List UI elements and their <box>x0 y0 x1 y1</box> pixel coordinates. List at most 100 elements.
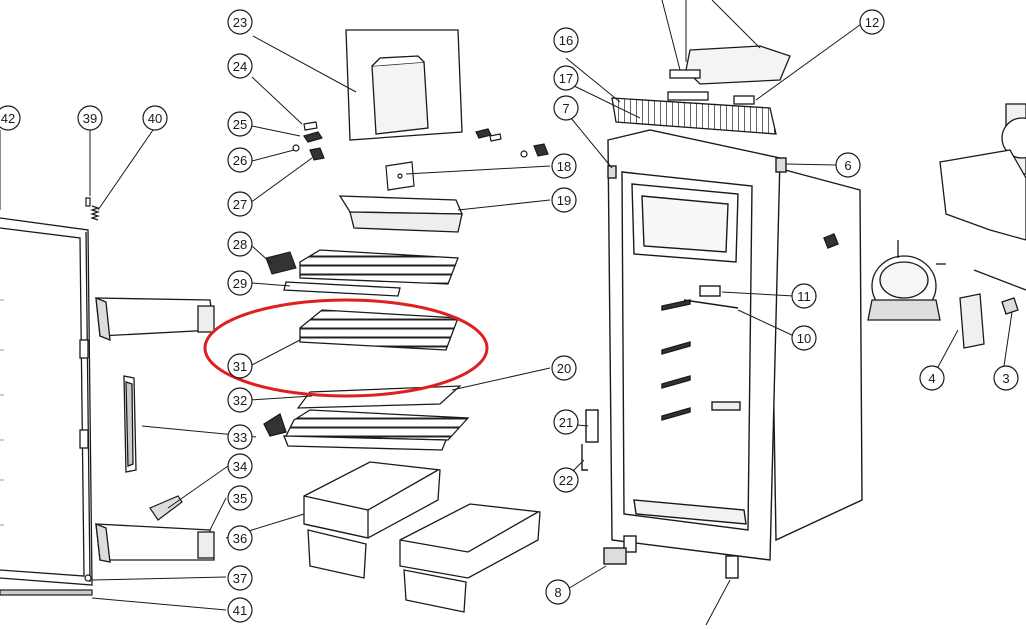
callout-circle <box>551 355 577 381</box>
crisper-cover-part <box>263 409 470 451</box>
callout-label: 8 <box>554 585 561 600</box>
callout-label: 6 <box>844 158 851 173</box>
drip-tray-part <box>338 195 463 233</box>
callout-circle <box>142 105 168 131</box>
callout-circle <box>227 424 253 450</box>
callout-label: 33 <box>233 430 247 445</box>
clip-part <box>385 161 415 191</box>
wire-shelf-highlighted <box>299 309 459 351</box>
callout-circle <box>993 365 1019 391</box>
callout-label: 16 <box>559 33 573 48</box>
callout-circle <box>551 187 577 213</box>
callout-label: 19 <box>557 193 571 208</box>
callout-label: 10 <box>797 331 811 346</box>
callout-label: 34 <box>233 459 247 474</box>
callout-42: 42 <box>0 105 21 131</box>
callout-label: 23 <box>233 15 247 30</box>
callout-20: 20 <box>551 355 577 381</box>
hinge-parts <box>292 121 549 161</box>
callout-circle <box>791 283 817 309</box>
callout-36: 36 <box>227 525 253 551</box>
callout-circle <box>227 9 253 35</box>
door-bin-lower <box>95 522 215 563</box>
callout-circle <box>227 191 253 217</box>
callout-33: 33 <box>227 424 253 450</box>
callout-circle <box>227 565 253 591</box>
callout-circle <box>553 409 579 435</box>
callout-circle <box>553 467 579 493</box>
callout-37: 37 <box>227 565 253 591</box>
callout-label: 4 <box>928 371 935 386</box>
cabinet-top-parts <box>611 45 791 135</box>
callout-40: 40 <box>142 105 168 131</box>
callout-24: 24 <box>227 53 253 79</box>
callout-circle <box>227 485 253 511</box>
callout-34: 34 <box>227 453 253 479</box>
callout-circle <box>227 597 253 623</box>
callout-label: 37 <box>233 571 247 586</box>
callout-31: 31 <box>227 353 253 379</box>
fridge-cabinet <box>581 129 863 579</box>
callout-label: 22 <box>559 473 573 488</box>
callout-label: 11 <box>797 289 811 304</box>
callout-label: 35 <box>233 491 247 506</box>
callout-10: 10 <box>791 325 817 351</box>
callout-label: 40 <box>148 111 162 126</box>
callout-18: 18 <box>551 153 577 179</box>
callout-29: 29 <box>227 270 253 296</box>
callout-label: 3 <box>1002 371 1009 386</box>
callout-circle <box>227 147 253 173</box>
callout-39: 39 <box>77 105 103 131</box>
callout-label: 32 <box>233 393 247 408</box>
callout-circle <box>227 453 253 479</box>
callout-22: 22 <box>553 467 579 493</box>
door-stop-parts <box>0 495 183 596</box>
callout-23: 23 <box>227 9 253 35</box>
callout-circle <box>227 270 253 296</box>
callout-6: 6 <box>835 152 861 178</box>
callout-circle <box>859 9 885 35</box>
door-handle <box>123 375 137 473</box>
callout-label: 41 <box>233 603 247 618</box>
callout-7: 7 <box>553 95 579 121</box>
callout-circle <box>227 353 253 379</box>
callout-32: 32 <box>227 387 253 413</box>
callout-circle <box>227 387 253 413</box>
callout-label: 39 <box>83 111 97 126</box>
callout-label: 25 <box>233 117 247 132</box>
callout-label: 12 <box>865 15 879 30</box>
callout-11: 11 <box>791 283 817 309</box>
callout-label: 24 <box>233 59 247 74</box>
callout-circle <box>553 95 579 121</box>
callout-label: 18 <box>557 159 571 174</box>
door-spring-parts <box>85 197 100 221</box>
callout-27: 27 <box>227 191 253 217</box>
callout-label: 17 <box>559 71 573 86</box>
callout-41: 41 <box>227 597 253 623</box>
freezer-flap-part <box>345 29 463 141</box>
callout-circle <box>77 105 103 131</box>
crisper-drawers <box>303 461 541 613</box>
callout-circle <box>227 53 253 79</box>
callout-12: 12 <box>859 9 885 35</box>
callout-circle <box>835 152 861 178</box>
callout-label: 7 <box>562 101 569 116</box>
callout-circle <box>227 525 253 551</box>
callout-label: 29 <box>233 276 247 291</box>
callout-circle <box>553 65 579 91</box>
shelf-clip-part <box>265 251 297 275</box>
callout-35: 35 <box>227 485 253 511</box>
callout-label: 42 <box>1 111 15 126</box>
callout-circle <box>227 111 253 137</box>
callout-label: 26 <box>233 153 247 168</box>
callout-circle <box>553 27 579 53</box>
callout-circle <box>227 231 253 257</box>
callout-25: 25 <box>227 111 253 137</box>
callout-4: 4 <box>919 365 945 391</box>
callout-label: 28 <box>233 237 247 252</box>
callout-21: 21 <box>553 409 579 435</box>
callout-19: 19 <box>551 187 577 213</box>
